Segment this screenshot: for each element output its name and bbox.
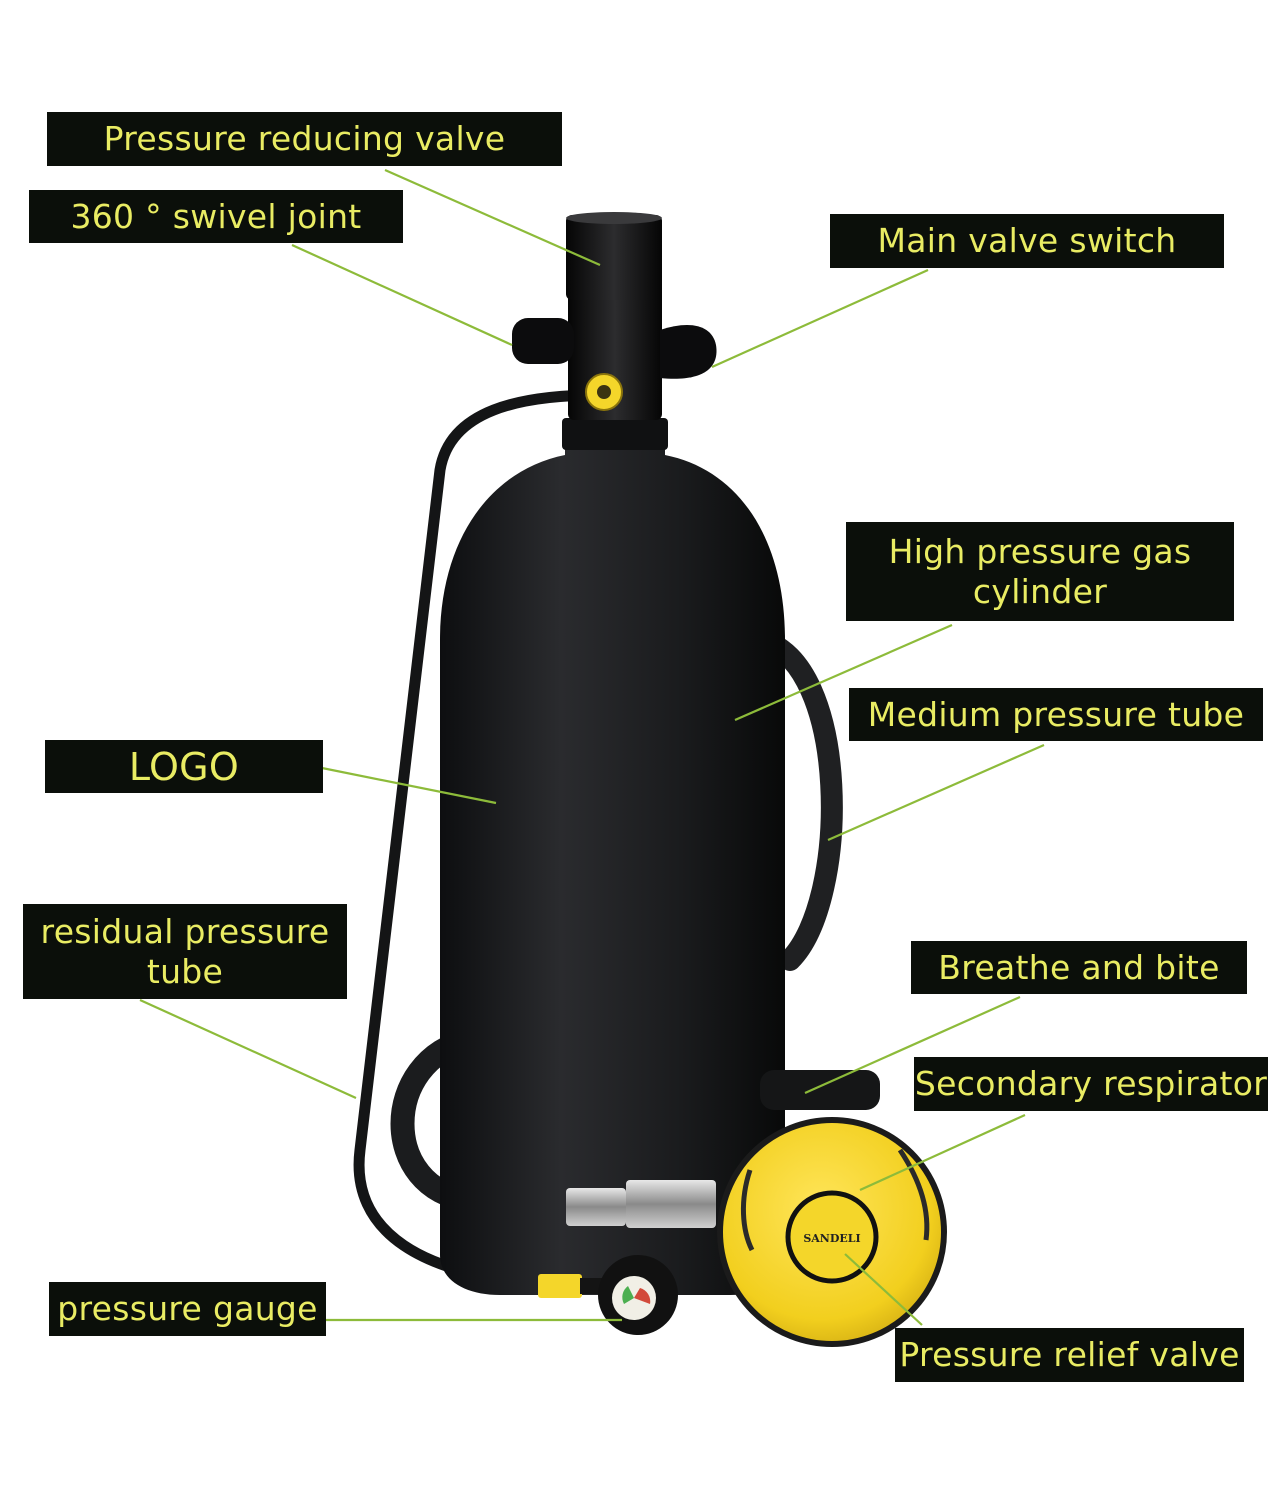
leader-swivel-joint — [291, 243, 513, 347]
label-main-valve-switch: Main valve switch — [830, 214, 1224, 268]
label-secondary-respirator: Secondary respirator — [914, 1057, 1268, 1111]
hose-metal-connector — [626, 1180, 716, 1228]
leader-pressure-relief-valve — [844, 1253, 923, 1326]
label-medium-pressure-tube: Medium pressure tube — [849, 688, 1263, 741]
label-residual-pressure-tube: residual pressure tube — [23, 904, 347, 999]
label-pressure-reducing-valve: Pressure reducing valve — [47, 112, 562, 166]
leader-lines — [139, 168, 1045, 1326]
medium-pressure-tube — [749, 629, 843, 971]
hose-metal-fitting — [566, 1188, 626, 1226]
label-pressure-relief-valve: Pressure relief valve — [895, 1328, 1244, 1382]
cylinder-neck — [562, 418, 668, 450]
label-pressure-gauge: pressure gauge — [49, 1282, 326, 1336]
label-high-pressure-gas-cylinder-line2: cylinder — [972, 571, 1108, 611]
regulator-brand: SANDELI — [803, 1232, 860, 1245]
label-high-pressure-gas-cylinder-line1: High pressure gas — [888, 531, 1192, 571]
pressure-relief-valve — [785, 1190, 879, 1284]
swivel-joint — [512, 318, 574, 364]
high-pressure-gas-cylinder — [440, 440, 785, 1295]
leader-breathe-and-bite — [804, 995, 1021, 1095]
pressure-reducing-valve — [566, 215, 662, 300]
label-residual-pressure-tube-line2: tube — [146, 951, 224, 991]
label-swivel-joint: 360 ° swivel joint — [29, 190, 403, 243]
gauge-yellow-fitting — [538, 1274, 582, 1298]
leader-main-valve-switch — [711, 268, 929, 369]
main-valve-switch — [660, 325, 717, 379]
leader-residual-pressure-tube — [139, 998, 357, 1100]
gauge-stem — [580, 1278, 604, 1294]
leader-high-pressure-cylinder — [734, 623, 953, 722]
label-high-pressure-gas-cylinder: High pressure gas cylinder — [846, 522, 1234, 621]
leader-pressure-reducing-valve — [384, 168, 601, 267]
leader-medium-pressure-tube — [827, 743, 1045, 842]
leader-logo — [321, 766, 497, 805]
label-residual-pressure-tube-line1: residual pressure — [40, 911, 330, 951]
breathe-and-bite-mouthpiece — [760, 1070, 880, 1110]
valve-top — [566, 212, 662, 224]
leader-secondary-respirator — [859, 1113, 1026, 1192]
label-breathe-and-bite: Breathe and bite — [911, 941, 1247, 994]
label-logo: LOGO — [45, 740, 323, 793]
